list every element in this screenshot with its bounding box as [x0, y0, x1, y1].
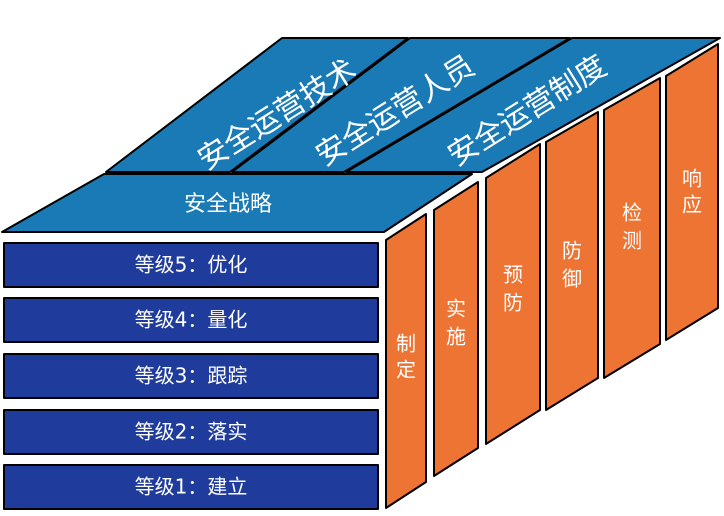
top-strip-1	[105, 37, 409, 173]
level-bar-3-label: 等级3：跟踪	[135, 364, 248, 388]
level-bar-2-label: 等级2：落实	[135, 420, 248, 444]
phase-panel-3	[485, 143, 541, 445]
phase-panel-5-char-1: 检	[622, 201, 642, 225]
strategy-band-label: 安全战略	[184, 192, 272, 217]
level-bar-4-label: 等级4：量化	[135, 308, 248, 332]
level-bar-4	[3, 297, 379, 343]
level-bar-5	[3, 242, 379, 288]
level-bar-3	[3, 353, 379, 399]
strategy-band	[1, 173, 473, 233]
phase-panel-1-char-2: 定	[396, 358, 416, 382]
phase-panel-6-char-1: 响	[682, 167, 702, 191]
top-strip-3	[345, 37, 721, 173]
phase-panel-5	[603, 77, 661, 379]
phase-panel-4-char-1: 防	[562, 239, 582, 263]
phase-panel-6	[665, 43, 719, 341]
level-bar-1	[3, 464, 379, 510]
phase-panel-1-char-1: 制	[396, 332, 416, 356]
phase-panel-4	[545, 111, 599, 411]
phase-panel-3-char-2: 防	[503, 291, 523, 315]
phase-panel-1	[385, 213, 427, 509]
top-strip-2	[231, 37, 571, 173]
phase-panel-3-char-1: 预	[503, 263, 523, 287]
phase-panel-6-char-2: 应	[682, 193, 702, 217]
level-bar-2	[3, 409, 379, 455]
phase-panel-2	[433, 181, 479, 477]
phase-panel-5-char-2: 测	[622, 229, 642, 253]
phase-panel-2-char-2: 施	[446, 325, 466, 349]
phase-panel-2-char-1: 实	[446, 297, 466, 321]
level-bar-1-label: 等级1：建立	[135, 475, 248, 499]
level-bar-5-label: 等级5：优化	[135, 253, 248, 277]
phase-panel-4-char-2: 御	[562, 267, 582, 291]
